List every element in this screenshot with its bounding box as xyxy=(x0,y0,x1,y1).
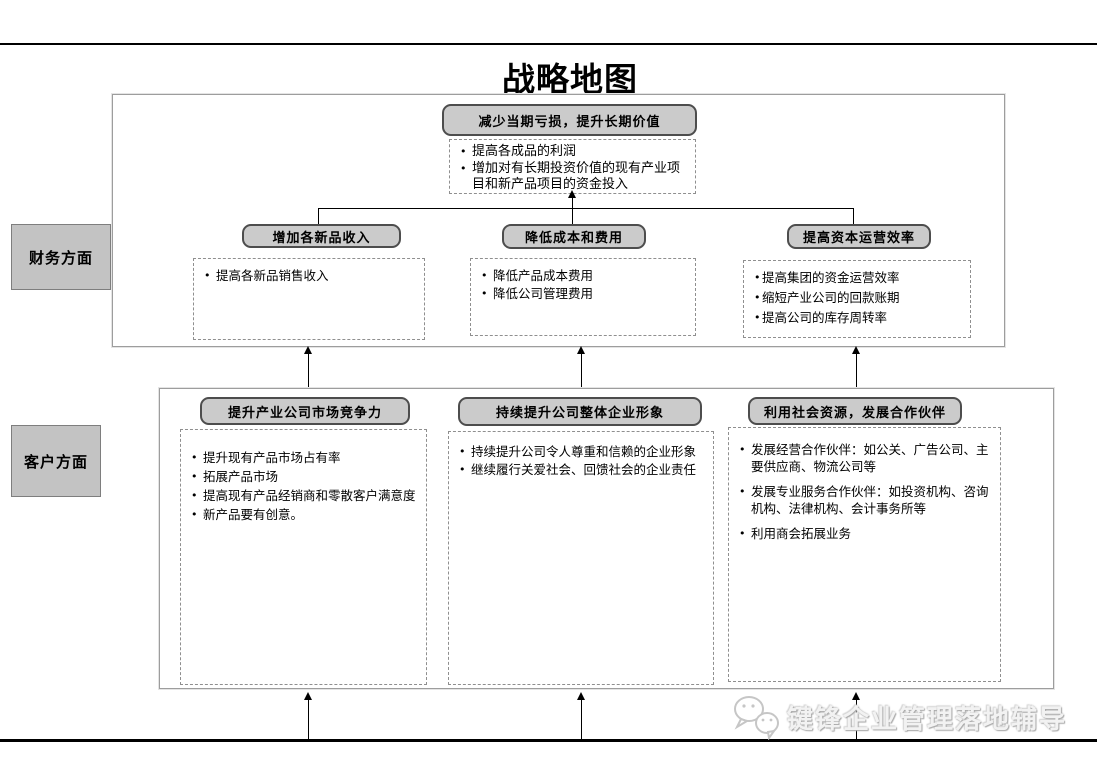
customer-column-header-2: 持续提升公司整体企业形象 xyxy=(458,397,702,426)
connector-right-stub xyxy=(853,208,854,224)
up-arrow-head xyxy=(852,692,860,700)
up-arrow-shaft xyxy=(581,700,582,739)
bullet-item: 降低公司管理费用 xyxy=(480,285,688,302)
bullet-item: 降低产品成本费用 xyxy=(480,267,688,284)
customer-column-header-3: 利用社会资源，发展合作伙伴 xyxy=(748,397,962,425)
bottom-rule xyxy=(0,739,1097,742)
bullet-item: 继续履行关爱社会、回馈社会的企业责任 xyxy=(458,461,706,478)
customer-column-details-2: 持续提升公司令人尊重和信赖的企业形象 继续履行关爱社会、回馈社会的企业责任 xyxy=(448,431,714,685)
bullet-item: 缩短产业公司的回款账期 xyxy=(753,289,963,306)
bullet-item: 发展专业服务合作伙伴：如投资机构、咨询机构、法律机构、会计事务所等 xyxy=(738,483,993,517)
financial-goal-details-box: 提高各成品的利润 增加对有长期投资价值的现有产业项目和新产品项目的资金投入 xyxy=(449,139,696,194)
bullet-item: 发展经营合作伙伴：如公关、广告公司、主要供应商、物流公司等 xyxy=(738,441,993,475)
financial-column-details-2: 降低产品成本费用 降低公司管理费用 xyxy=(470,258,696,336)
connector-center-shaft xyxy=(572,197,573,224)
bullet-item: 提高公司的库存周转率 xyxy=(753,309,963,326)
financial-column-header-1: 增加各新品收入 xyxy=(242,224,401,248)
up-arrow-head xyxy=(577,692,585,700)
up-arrow-head xyxy=(304,692,312,700)
watermark-text: 键锋企业管理落地辅导 xyxy=(787,705,1068,735)
wechat-icon xyxy=(730,694,788,744)
up-arrow-shaft xyxy=(856,700,857,739)
financial-goal-bullets: 提高各成品的利润 增加对有长期投资价值的现有产业项目和新产品项目的资金投入 xyxy=(450,140,695,193)
top-rule xyxy=(0,43,1097,45)
connector-horizontal-line xyxy=(318,208,854,209)
bullet-item: 提高现有产品经销商和零散客户满意度 xyxy=(190,487,419,504)
bullet-item: 提高各新品销售收入 xyxy=(203,267,417,284)
financial-column-header-3: 提高资本运营效率 xyxy=(787,224,931,249)
bullet-item: 利用商会拓展业务 xyxy=(738,525,993,542)
customer-column-header-1: 提升产业公司市场竞争力 xyxy=(200,397,410,425)
up-arrow-head xyxy=(852,346,860,354)
bullet-list: 发展经营合作伙伴：如公关、广告公司、主要供应商、物流公司等 发展专业服务合作伙伴… xyxy=(729,428,1000,542)
bullet-list: 降低产品成本费用 降低公司管理费用 xyxy=(471,259,695,302)
up-arrow-shaft xyxy=(308,700,309,739)
page-title: 战略地图 xyxy=(502,60,638,99)
customer-column-details-1: 提升现有产品市场占有率 拓展产品市场 提高现有产品经销商和零散客户满意度 新产品… xyxy=(180,429,427,685)
up-arrow-head xyxy=(304,346,312,354)
financial-goal-box: 减少当期亏损，提升长期价值 xyxy=(442,104,697,136)
financial-column-details-1: 提高各新品销售收入 xyxy=(193,258,425,340)
bullet-list: 提高集团的资金运营效率 缩短产业公司的回款账期 提高公司的库存周转率 xyxy=(744,261,970,326)
up-arrow-shaft xyxy=(308,354,309,387)
bullet-item: 增加对有长期投资价值的现有产业项目和新产品项目的资金投入 xyxy=(459,161,688,193)
up-arrow-shaft xyxy=(856,354,857,387)
connector-left-stub xyxy=(318,208,319,224)
bullet-item: 提高集团的资金运营效率 xyxy=(753,269,963,286)
customer-column-details-3: 发展经营合作伙伴：如公关、广告公司、主要供应商、物流公司等 发展专业服务合作伙伴… xyxy=(728,427,1001,682)
bullet-list: 提升现有产品市场占有率 拓展产品市场 提高现有产品经销商和零散客户满意度 新产品… xyxy=(181,430,426,523)
financial-column-details-3: 提高集团的资金运营效率 缩短产业公司的回款账期 提高公司的库存周转率 xyxy=(743,260,971,338)
financial-column-header-2: 降低成本和费用 xyxy=(502,224,646,249)
bullet-item: 持续提升公司令人尊重和信赖的企业形象 xyxy=(458,443,706,460)
up-arrow-shaft xyxy=(581,354,582,387)
financial-section-label: 财务方面 xyxy=(11,224,111,290)
bullet-item: 新产品要有创意。 xyxy=(190,506,419,523)
bullet-item: 提升现有产品市场占有率 xyxy=(190,449,419,466)
bullet-item: 拓展产品市场 xyxy=(190,468,419,485)
customer-section-label: 客户方面 xyxy=(11,425,101,497)
bullet-list: 提高各新品销售收入 xyxy=(194,259,424,284)
bullet-list: 持续提升公司令人尊重和信赖的企业形象 继续履行关爱社会、回馈社会的企业责任 xyxy=(449,432,713,478)
up-arrow-head xyxy=(577,346,585,354)
bullet-item: 提高各成品的利润 xyxy=(459,144,688,160)
up-arrow-head xyxy=(568,190,576,198)
